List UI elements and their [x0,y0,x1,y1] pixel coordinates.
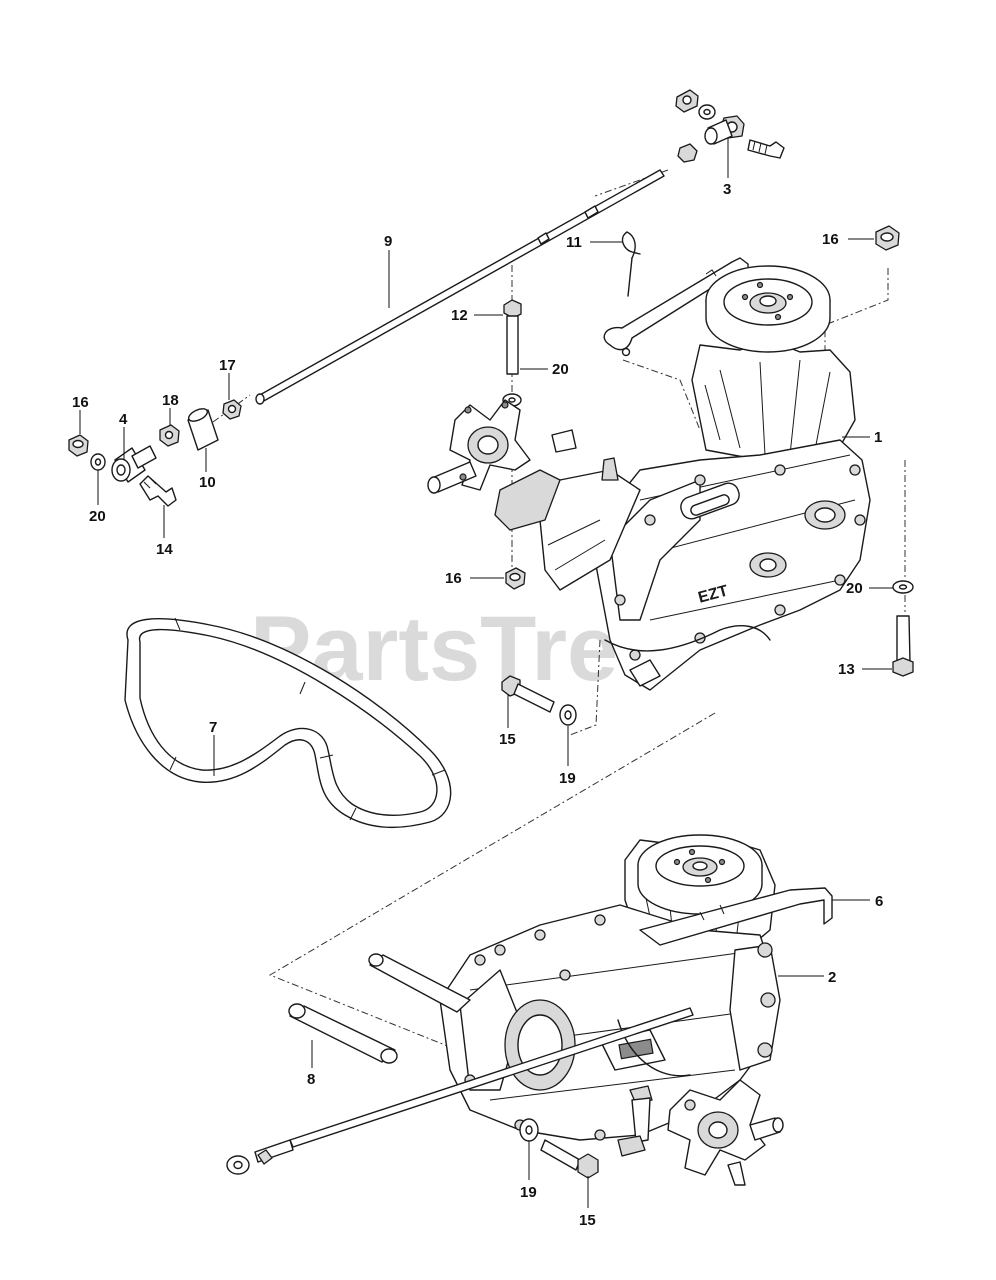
lower-control-rod [226,1007,694,1175]
part-8-axle-shafts [288,953,471,1064]
part-12-bolt [503,299,522,375]
part-17-nut [222,399,242,420]
part-14-bolt [139,475,177,507]
part-9-control-rod [255,169,665,405]
callout-13: 13 [838,661,855,678]
part-3-rod-end-hardware [675,89,785,163]
callout-20-top: 20 [552,361,569,378]
part-2-transaxle-lower [439,834,833,1186]
washer-hole [508,397,516,403]
part-11-hairpin-clip [621,231,641,297]
callout-16-middle: 16 [445,570,462,587]
callout-7: 7 [209,719,217,736]
part-18-nut [159,424,180,447]
callout-11: 11 [566,234,582,251]
part-1-transaxle-upper: EZT [427,265,871,691]
callout-19-middle: 19 [559,770,576,787]
part-20-washer-right [892,580,914,594]
part-15-bolt-middle [501,675,555,713]
part-15-bolt-bottom [540,1139,599,1179]
part-19-washer-middle [559,704,577,726]
callout-15-bottom: 15 [579,1212,596,1229]
callout-15-middle: 15 [499,731,516,748]
part-4-rod-end [111,445,157,483]
callout-20-left: 20 [89,508,106,525]
part-19-washer-bottom [519,1118,539,1142]
part-10-coupler [187,408,219,451]
callout-1: 1 [874,429,882,446]
callout-20-right: 20 [846,580,863,597]
callout-2: 2 [828,969,836,986]
callout-4: 4 [119,411,128,428]
callout-9: 9 [384,233,392,250]
part-16-nut-middle [505,567,526,590]
callout-16-top: 16 [822,231,839,248]
callout-14: 14 [156,541,173,558]
callout-17: 17 [219,357,236,374]
callout-12: 12 [451,307,468,324]
part-16-nut-left [68,434,89,457]
callout-8: 8 [307,1071,315,1088]
callout-18: 18 [162,392,179,409]
callout-16-left: 16 [72,394,89,411]
part-13-bolt [892,615,914,677]
part-20-washer-left [90,453,106,471]
callout-10: 10 [199,474,216,491]
callout-19-bottom: 19 [520,1184,537,1201]
part-16-nut-top [875,225,900,251]
callout-3: 3 [723,181,731,198]
callout-6: 6 [875,893,883,910]
